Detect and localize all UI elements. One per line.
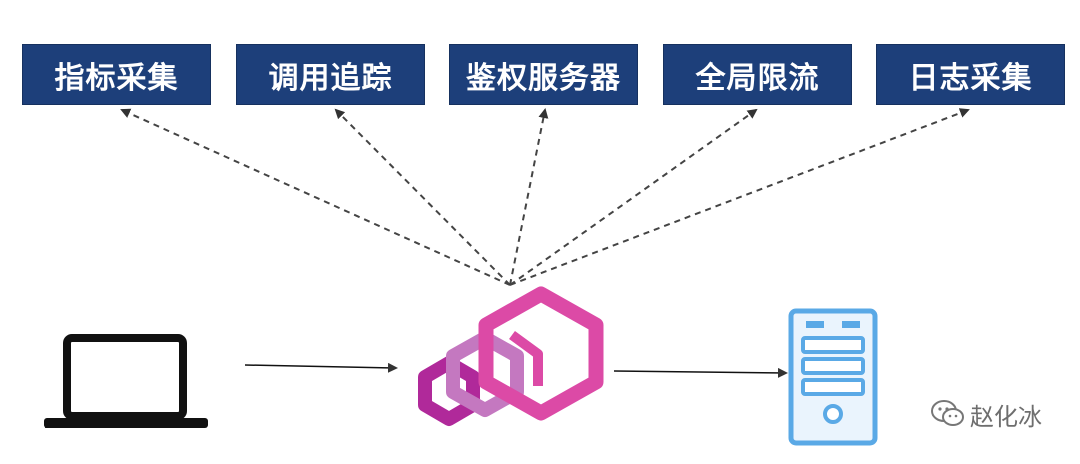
feature-label: 日志采集 xyxy=(908,60,1033,96)
feature-label: 全局限流 xyxy=(695,60,820,96)
watermark: 赵化冰 xyxy=(930,394,1042,434)
feature-label: 鉴权服务器 xyxy=(466,60,621,96)
server-icon xyxy=(788,308,878,446)
feature-box-auth: 鉴权服务器 xyxy=(449,44,638,105)
envoy-logo-icon xyxy=(418,286,604,426)
arrow-proxy-to-server xyxy=(613,367,788,378)
feature-label: 调用追踪 xyxy=(268,60,393,96)
feature-box-rate-limit: 全局限流 xyxy=(663,44,852,105)
watermark-text: 赵化冰 xyxy=(970,402,1042,431)
feature-box-tracing: 调用追踪 xyxy=(236,44,425,105)
feature-box-metrics: 指标采集 xyxy=(22,44,211,105)
dashed-arrow-auth xyxy=(509,108,549,286)
dashed-arrow-rate-limit xyxy=(509,108,758,286)
dashed-arrow-logging xyxy=(509,108,970,286)
arrow-client-to-proxy xyxy=(244,362,398,373)
dashed-arrow-metrics xyxy=(120,108,511,286)
wechat-icon xyxy=(931,400,964,426)
feature-box-logging: 日志采集 xyxy=(876,44,1065,105)
feature-label: 指标采集 xyxy=(54,60,179,96)
laptop-icon xyxy=(44,334,208,428)
dashed-arrow-tracing xyxy=(334,108,511,286)
